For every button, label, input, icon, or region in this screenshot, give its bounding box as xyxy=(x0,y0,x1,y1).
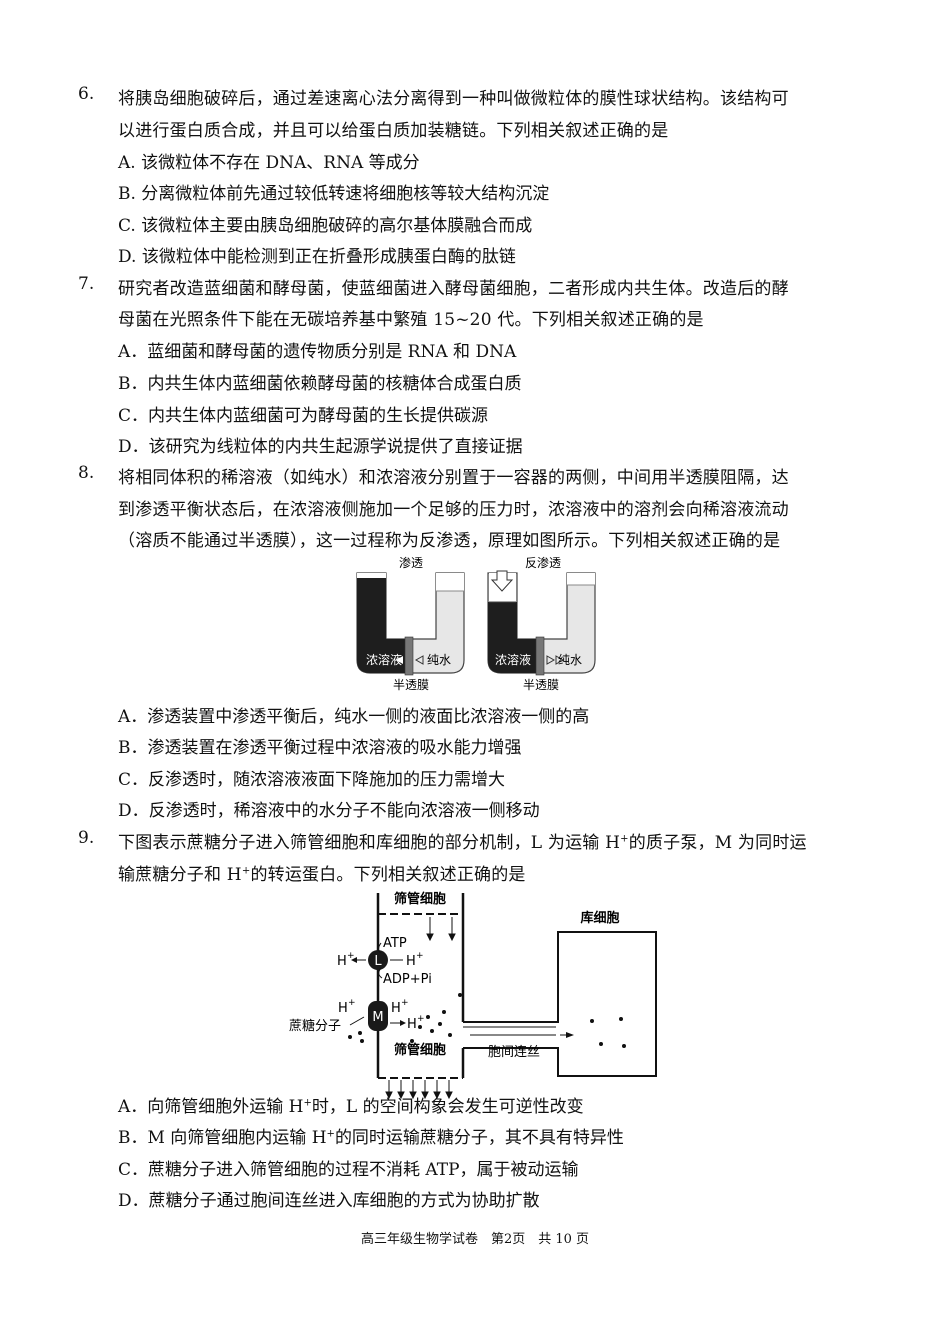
option-c[interactable]: C．蔗糖分子进入筛管细胞的过程不消耗 ATP，属于被动运输 xyxy=(118,1160,579,1180)
svg-text:H: H xyxy=(338,1001,348,1016)
h-ion-inside-L: H + xyxy=(406,951,424,969)
question-stem-line: 将相同体积的稀溶液（如纯水）和浓溶液分别置于一容器的两侧，中间用半透膜阻隔，达 xyxy=(118,468,789,488)
question-number: 7. xyxy=(78,274,95,294)
concentrated-solution-label: 浓溶液 xyxy=(366,652,402,667)
question-stem-line: 研究者改造蓝细菌和酵母菌，使蓝细菌进入酵母菌细胞，二者形成内共生体。改造后的酵 xyxy=(118,279,789,299)
option-d[interactable]: D．反渗透时，稀溶液中的水分子不能向浓溶液一侧移动 xyxy=(118,801,540,821)
atp-label: ATP xyxy=(383,936,407,951)
option-d[interactable]: D．蔗糖分子通过胞间连丝进入库细胞的方式为协助扩散 xyxy=(118,1191,540,1211)
h-ion-moved-M: H xyxy=(407,1017,417,1032)
option-d[interactable]: D．该研究为线粒体的内共生起源学说提供了直接证据 xyxy=(118,437,523,457)
membrane-label: 半透膜 xyxy=(523,678,559,692)
option-b[interactable]: B．M 向筛管细胞内运输 H+的同时运输蔗糖分子，其不具有特异性 xyxy=(118,1128,624,1148)
svg-text:H: H xyxy=(391,1001,401,1016)
page-footer: 高三年级生物学试卷 第2页 共 10 页 xyxy=(360,1232,590,1247)
sucrose-molecules xyxy=(348,993,626,1048)
question-stem-line: 母菌在光照条件下能在无碳培养基中繁殖 15~20 代。下列相关叙述正确的是 xyxy=(118,310,704,330)
svg-text:H: H xyxy=(406,954,416,969)
osmosis-title: 渗透 xyxy=(399,555,423,570)
question-stem-line: （溶质不能通过半透膜），这一过程称为反渗透，原理如图所示。下列相关叙述正确的是 xyxy=(118,531,781,551)
svg-text:H: H xyxy=(337,954,347,969)
sieve-tube-cell-label-top: 筛管细胞 xyxy=(394,891,446,907)
option-a[interactable]: A. 该微粒体不存在 DNA、RNA 等成分 xyxy=(118,153,420,173)
concentrated-solution-label: 浓溶液 xyxy=(495,652,531,667)
svg-text:+: + xyxy=(417,1014,425,1024)
option-b[interactable]: B. 分离微粒体前先通过较低转速将细胞核等较大结构沉淀 xyxy=(118,184,550,204)
sink-cell xyxy=(557,931,657,1077)
concentrated-solution-left xyxy=(357,578,408,673)
svg-text:+: + xyxy=(416,951,424,961)
cotransporter-M xyxy=(368,1001,388,1031)
option-d[interactable]: D. 该微粒体中能检测到正在折叠形成胰蛋白酶的肽链 xyxy=(118,247,516,267)
option-b[interactable]: B．渗透装置在渗透平衡过程中浓溶液的吸水能力增强 xyxy=(118,738,522,758)
flow-arrows-top xyxy=(426,917,456,942)
proton-pump-L xyxy=(368,950,388,970)
option-b[interactable]: B．内共生体内蓝细菌依赖酵母菌的核糖体合成蛋白质 xyxy=(118,374,522,394)
question-number: 8. xyxy=(78,463,95,483)
semipermeable-membrane-left xyxy=(404,636,414,676)
pressure-arrow-icon xyxy=(490,570,514,592)
semipermeable-membrane-right xyxy=(535,636,545,676)
sieve-tube-cell-label-bottom: 筛管细胞 xyxy=(394,1042,446,1058)
option-a[interactable]: A．蓝细菌和酵母菌的遗传物质分别是 RNA 和 DNA xyxy=(118,342,517,362)
question-stem-line: 到渗透平衡状态后，在浓溶液侧施加一个足够的压力时，浓溶液中的溶剂会向稀溶液流动 xyxy=(118,500,789,520)
flow-arrows-bottom xyxy=(385,1080,453,1100)
adp-pi-label: ADP+Pi xyxy=(383,972,432,987)
option-c[interactable]: C．内共生体内蓝细菌可为酵母菌的生长提供碳源 xyxy=(118,406,489,426)
pure-water-label: 纯水 xyxy=(558,653,582,667)
plasmodesmata-label: 胞间连丝 xyxy=(488,1044,540,1060)
option-a[interactable]: A．渗透装置中渗透平衡后，纯水一侧的液面比浓溶液一侧的高 xyxy=(118,707,590,727)
membrane-label: 半透膜 xyxy=(393,678,429,692)
question-stem-line: 输蔗糖分子和 H+的转运蛋白。下列相关叙述正确的是 xyxy=(118,865,526,885)
svg-text:L: L xyxy=(374,954,382,969)
option-c[interactable]: C. 该微粒体主要由胰岛细胞破碎的高尔基体膜融合而成 xyxy=(118,216,533,236)
option-c[interactable]: C．反渗透时，随浓溶液液面下降施加的压力需增大 xyxy=(118,770,506,790)
sink-cell-label: 库细胞 xyxy=(580,910,619,926)
h-ion-outside-M: H + xyxy=(338,998,356,1016)
question-stem-line: 将胰岛细胞破碎后，通过差速离心法分离得到一种叫做微粒体的膜性球状结构。该结构可 xyxy=(118,89,789,109)
svg-text:+: + xyxy=(347,951,355,961)
svg-text:+: + xyxy=(348,998,356,1008)
h-ion-outside-L: H + xyxy=(337,951,355,969)
question-stem-line: 以进行蛋白质合成，并且可以给蛋白质加装糖链。下列相关叙述正确的是 xyxy=(118,121,669,141)
concentrated-solution-right xyxy=(488,602,539,673)
question-number: 9. xyxy=(78,828,95,848)
question-stem-line: 下图表示蔗糖分子进入筛管细胞和库细胞的部分机制，L 为运输 H+的质子泵，M 为… xyxy=(118,833,807,853)
question-number: 6. xyxy=(78,84,95,104)
option-a[interactable]: A．向筛管细胞外运输 H+时，L 的空间构象会发生可逆性改变 xyxy=(118,1097,584,1117)
h-ion-inside-M: H + xyxy=(391,998,409,1016)
pure-water-label: 纯水 xyxy=(427,653,451,667)
reverse-osmosis-title: 反渗透 xyxy=(525,555,561,570)
sucrose-label: 蔗糖分子 xyxy=(289,1018,341,1034)
svg-text:+: + xyxy=(401,998,409,1008)
svg-text:M: M xyxy=(372,1010,383,1025)
